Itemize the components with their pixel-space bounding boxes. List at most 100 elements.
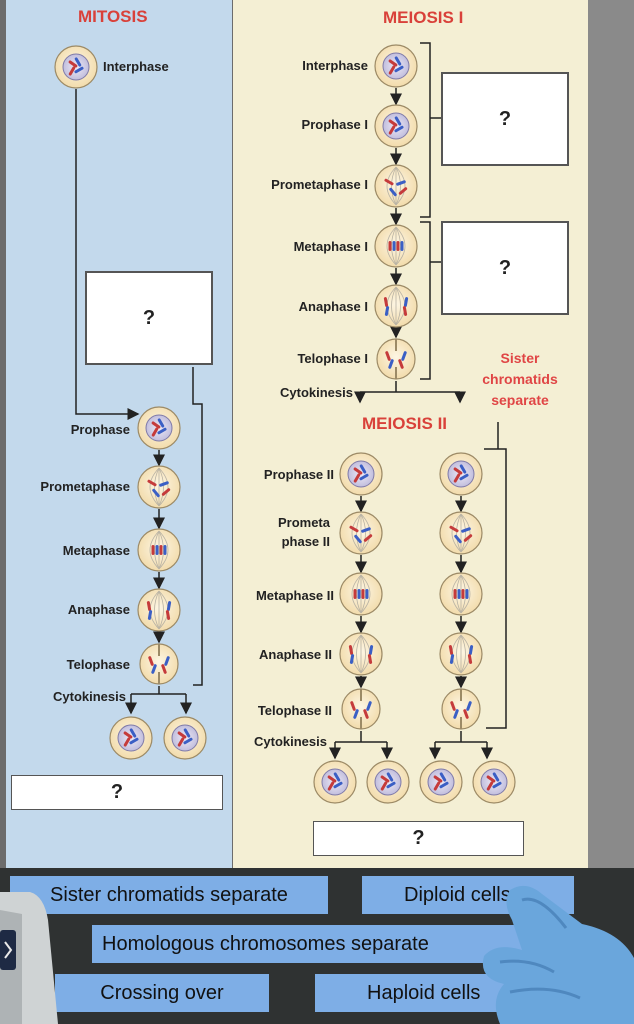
meiosis-i-prometaphase-label: Prometaphase I	[271, 177, 368, 192]
meiosis-prometaphase-i-cell	[374, 164, 418, 208]
chromosome	[396, 180, 406, 186]
chromosome	[155, 545, 159, 555]
chromosome	[492, 781, 502, 789]
mitosis-result-box[interactable]: ?	[11, 775, 223, 810]
meiosis-interphase-cell	[374, 44, 418, 88]
meiosis-i-anaphase-label: Anaphase I	[298, 299, 368, 314]
spindle-fiber	[351, 513, 362, 553]
chromosome	[468, 645, 474, 655]
chromosome	[146, 601, 152, 611]
mitosis-anaphase-label: Anaphase	[67, 602, 130, 617]
meiosis-i-question-box-1[interactable]: ?	[441, 72, 569, 166]
chromosome	[388, 119, 398, 127]
spindle-fiber	[154, 590, 160, 630]
spindle-fiber	[395, 286, 401, 326]
mitosis-metaphase-label: Metaphase	[62, 543, 130, 558]
spindle-fiber	[158, 467, 164, 507]
meiosis-metaphase-i-cell	[374, 224, 418, 268]
spindle-fiber	[360, 634, 366, 674]
chip-crossing-over[interactable]: Crossing over	[55, 974, 269, 1012]
mitosis-interphase-cell	[54, 45, 98, 89]
chromosome	[74, 57, 82, 67]
chromosome	[159, 481, 169, 487]
chromosome	[383, 297, 389, 307]
spindle-fiber	[460, 574, 471, 614]
meiosis-result-box[interactable]: ?	[313, 821, 524, 856]
meiosis-i-prophase-label: Prophase I	[301, 117, 368, 132]
mitosis-daughter-cell-2	[163, 716, 207, 760]
chromosome	[349, 654, 355, 664]
chromosome	[151, 427, 159, 437]
vr-hand-glove-icon	[482, 885, 634, 1024]
chromosome	[433, 775, 443, 783]
chromosome	[398, 187, 408, 195]
meiosis-ii-telophase-label: Telophase II	[257, 703, 332, 718]
chromosome	[177, 737, 185, 747]
meiosis-ii-prophase-label: Prophase II	[263, 467, 334, 482]
chromosome	[74, 66, 84, 74]
chromosome	[147, 479, 157, 487]
chromosome	[449, 654, 455, 664]
spindle-fiber	[460, 513, 471, 553]
chromosome	[466, 701, 472, 711]
chromosome	[398, 359, 404, 369]
chromosome	[166, 601, 172, 611]
chromosome	[439, 781, 449, 789]
chromosome	[461, 527, 471, 533]
mitosis-prophase-cell	[137, 406, 181, 450]
chromosome	[388, 241, 392, 251]
spindle-fiber	[360, 513, 366, 553]
meiosis-prophase-ii-cell-1	[339, 452, 383, 496]
chromosome	[152, 488, 160, 498]
meiosis-gamete-cell-2	[366, 760, 410, 804]
chromosome	[380, 775, 390, 783]
spindle-fiber	[158, 467, 169, 507]
chromosome	[459, 464, 467, 474]
meiosis-gamete-cell-3	[419, 760, 463, 804]
meiosis-telophase-ii-cell-1	[341, 688, 381, 730]
chromosome	[448, 645, 454, 655]
flow-connectors	[75, 42, 507, 760]
meiosis-i-metaphase-label: Metaphase I	[293, 239, 368, 254]
meiosis-prophase-i-cell	[374, 104, 418, 148]
chromosome	[68, 60, 78, 68]
meiosis-ii-cytokinesis-label: Cytokinesis	[254, 734, 327, 749]
chromosome	[361, 527, 371, 533]
mitosis-daughter-cell-1	[109, 716, 153, 760]
spindle-fiber	[360, 513, 371, 553]
chromosome	[486, 775, 496, 783]
spindle-fiber	[158, 590, 164, 630]
chromosome	[348, 645, 354, 655]
spindle-fiber	[456, 634, 462, 674]
chromosome	[151, 421, 161, 429]
chromosome	[157, 427, 167, 435]
chromosome	[361, 589, 365, 599]
spindle-fiber	[456, 513, 462, 553]
chromosome	[129, 728, 137, 738]
chromosome	[386, 781, 396, 789]
meiosis-metaphase-ii-cell-1	[339, 572, 383, 616]
meiosis-ii-prometaphase-label-line2: phase II	[281, 534, 330, 549]
chromosome	[333, 772, 341, 782]
mitosis-title: MITOSIS	[78, 7, 148, 26]
chromosome	[388, 59, 398, 67]
chip-homologous-chromosomes-separate[interactable]: Homologous chromosomes separate	[92, 925, 574, 963]
chip-sister-chromatids-separate[interactable]: Sister chromatids separate	[10, 876, 328, 914]
chromosome	[163, 545, 167, 555]
chromosome	[363, 534, 373, 542]
chromosome	[353, 709, 359, 719]
note-line-3: separate	[491, 392, 549, 408]
chromosome	[384, 306, 390, 316]
chromosome	[159, 545, 163, 555]
chromosome	[459, 473, 469, 481]
chromosome	[385, 351, 391, 361]
meiosis-i-question-box-2[interactable]: ?	[441, 221, 569, 315]
mitosis-question-box[interactable]: ?	[85, 271, 213, 365]
chromosome	[68, 66, 76, 76]
chromosome	[380, 781, 388, 791]
chromosome	[463, 534, 473, 542]
chromosome	[486, 781, 494, 791]
chromosome	[403, 297, 409, 307]
meiosis-gamete-cell-4	[472, 760, 516, 804]
meiosis-prometaphase-ii-cell-1	[339, 511, 383, 555]
